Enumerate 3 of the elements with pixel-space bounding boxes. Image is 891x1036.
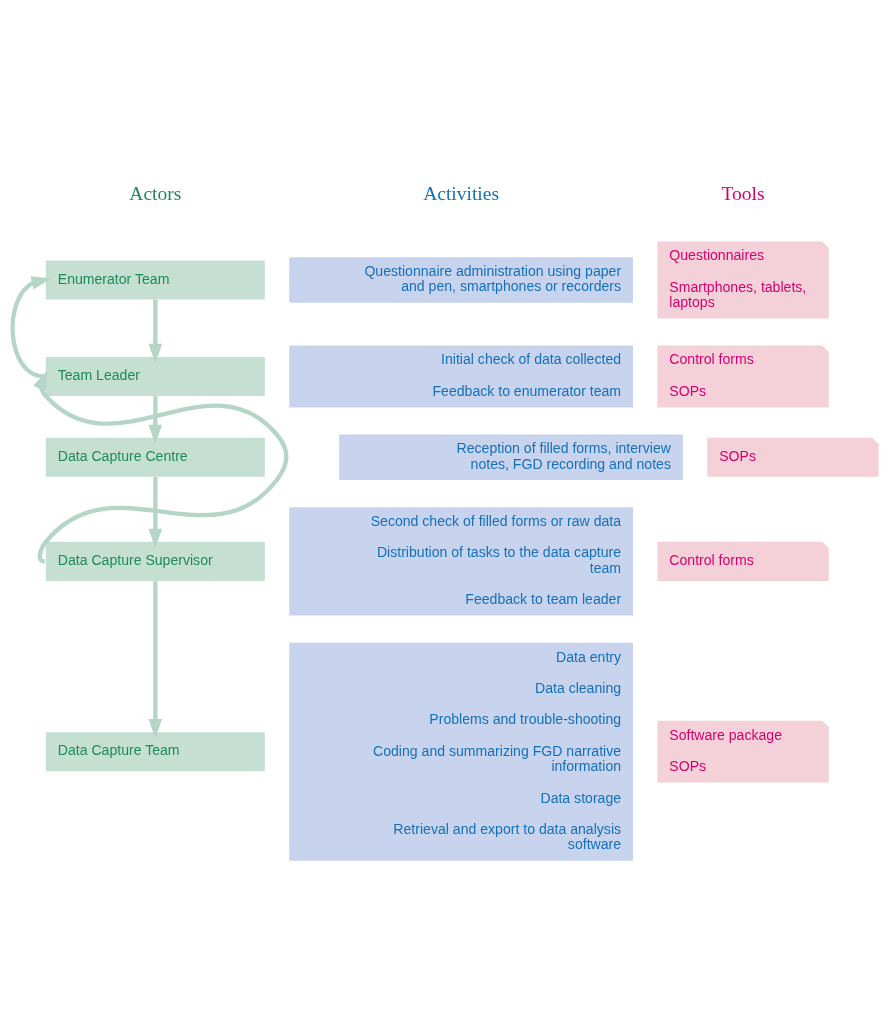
label: Actors [129, 182, 182, 204]
label: Tools [721, 182, 765, 204]
label: Activities [423, 182, 500, 204]
